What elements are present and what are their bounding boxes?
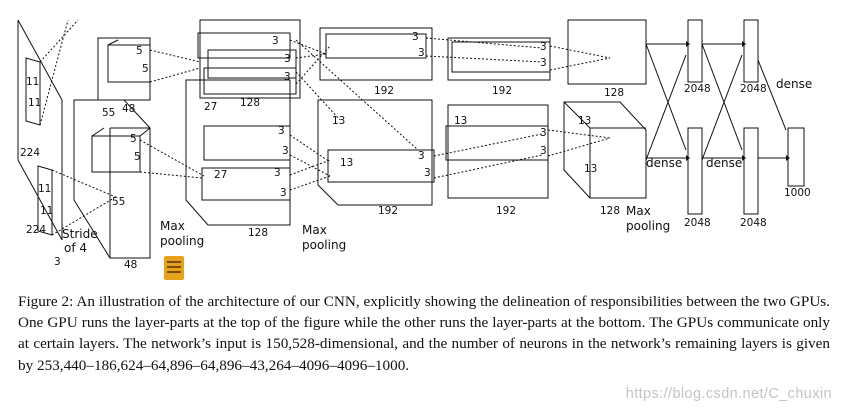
conv2-kernel-label: 3 xyxy=(272,35,279,47)
conv5-bottom-volume xyxy=(563,101,647,199)
conv3-kernel-label: 3 xyxy=(424,167,431,179)
conv3-top-volume xyxy=(319,27,433,81)
conv2-kernel-label: 3 xyxy=(278,125,285,137)
conv1-channel-label: 48 xyxy=(122,103,135,115)
conv2-top-kernel-b xyxy=(207,49,297,79)
conv4-channel-label: 192 xyxy=(492,85,512,97)
conv3-bottom-kernel xyxy=(327,149,435,183)
fc1-size-label: 2048 xyxy=(684,217,711,229)
fc1-bottom xyxy=(687,127,703,215)
cnn-architecture-diagram: 224 224 3 11 11 11 11 Stride of 4 55 55 … xyxy=(17,19,812,271)
conv2-kernel-label: 3 xyxy=(284,71,291,83)
conv2-kernel-label: 3 xyxy=(282,145,289,157)
fc3-size-label: 1000 xyxy=(784,187,811,199)
input-kernel-label: 11 xyxy=(40,205,53,217)
conv2-bottom-kernel-a xyxy=(203,125,291,161)
conv2-bottom-kernel-b xyxy=(201,167,291,201)
conv5-channel-label: 128 xyxy=(600,205,620,217)
conv3-channel-label: 192 xyxy=(374,85,394,97)
input-width-label: 224 xyxy=(20,147,40,159)
conv2-kernel-label: 3 xyxy=(274,167,281,179)
fc2-size-label: 2048 xyxy=(740,83,767,95)
input-channel-label: 3 xyxy=(54,256,61,268)
input-kernel-label: 11 xyxy=(26,76,39,88)
conv4-kernel-label: 3 xyxy=(540,41,547,53)
conv1-kernel-label: 5 xyxy=(130,133,137,145)
conv2-channel-label: 128 xyxy=(240,97,260,109)
input-kernel-top xyxy=(25,57,41,126)
conv1-width-label: 55 xyxy=(112,196,125,208)
conv3-top-kernel xyxy=(325,33,427,59)
conv1-top-volume xyxy=(97,37,151,101)
conv2-kernel-label: 3 xyxy=(284,53,291,65)
caption-label: Figure 2: xyxy=(18,293,74,310)
conv4-channel-label: 192 xyxy=(496,205,516,217)
dense-label: dense xyxy=(706,156,742,170)
conv4-top-volume xyxy=(447,37,551,81)
conv4-width-label: 13 xyxy=(454,115,467,127)
conv4-kernel-label: 3 xyxy=(540,57,547,69)
maxpool1-label: pooling xyxy=(160,234,204,248)
conv5-top-volume xyxy=(567,19,647,85)
stride-label: of 4 xyxy=(64,241,87,255)
conv2-width-label: 27 xyxy=(204,101,217,113)
conv1-kernel-label: 5 xyxy=(136,45,143,57)
conv3-kernel-label: 3 xyxy=(418,47,425,59)
conv4-top-kernel xyxy=(451,41,551,73)
conv4-bottom-kernel xyxy=(445,125,549,161)
fc1-size-label: 2048 xyxy=(684,83,711,95)
conv2-top-kernel-a xyxy=(197,32,291,59)
conv4-bottom-volume xyxy=(447,104,549,199)
maxpool3-label: pooling xyxy=(626,219,670,233)
conv1-channel-label: 48 xyxy=(124,259,137,271)
conv5-width-label: 13 xyxy=(584,163,597,175)
watermark: https://blog.csdn.net/C_chuxin xyxy=(625,386,832,402)
input-kernel-label: 11 xyxy=(28,97,41,109)
maxpool1-label: Max xyxy=(160,219,185,233)
conv3-kernel-label: 3 xyxy=(418,150,425,162)
conv2-kernel-label: 3 xyxy=(280,187,287,199)
fc2-bottom xyxy=(743,127,759,215)
conv3-bottom-volume xyxy=(317,99,433,206)
maxpool2-label: Max xyxy=(302,223,327,237)
input-height-label: 224 xyxy=(26,224,46,236)
stride-label: Stride xyxy=(62,227,98,241)
dense-label: dense xyxy=(646,156,682,170)
conv2-top-kernel-c xyxy=(203,67,297,95)
conv3-channel-label: 192 xyxy=(378,205,398,217)
fc1-top xyxy=(687,19,703,83)
fc2-size-label: 2048 xyxy=(740,217,767,229)
conv2-width-label: 27 xyxy=(214,169,227,181)
conv2-bottom-volume xyxy=(185,79,291,226)
dense-label: dense xyxy=(776,77,812,91)
fc2-top xyxy=(743,19,759,83)
maxpool3-label: Max xyxy=(626,204,651,218)
conv4-kernel-label: 3 xyxy=(540,127,547,139)
conv4-width-label: 13 xyxy=(340,157,353,169)
maxpool2-label: pooling xyxy=(302,238,346,252)
document-icon[interactable] xyxy=(163,255,185,286)
conv5-width-label: 13 xyxy=(578,115,591,127)
caption-text: An illustration of the architecture of o… xyxy=(18,293,830,374)
input-kernel-label: 11 xyxy=(38,183,51,195)
conv5-channel-label: 128 xyxy=(604,87,624,99)
conv2-top-volume xyxy=(199,19,301,99)
figure-caption: Figure 2: An illustration of the archite… xyxy=(18,291,830,376)
conv1-width-label: 55 xyxy=(102,107,115,119)
conv3-kernel-label: 3 xyxy=(412,31,419,43)
conv1-kernel-label: 5 xyxy=(142,63,149,75)
conv4-kernel-label: 3 xyxy=(540,145,547,157)
conv1-bottom-volume xyxy=(73,99,151,259)
conv2-channel-label: 128 xyxy=(248,227,268,239)
conv3-width-label: 13 xyxy=(332,115,345,127)
conv1-kernel-label: 5 xyxy=(134,151,141,163)
fc3 xyxy=(787,127,805,187)
